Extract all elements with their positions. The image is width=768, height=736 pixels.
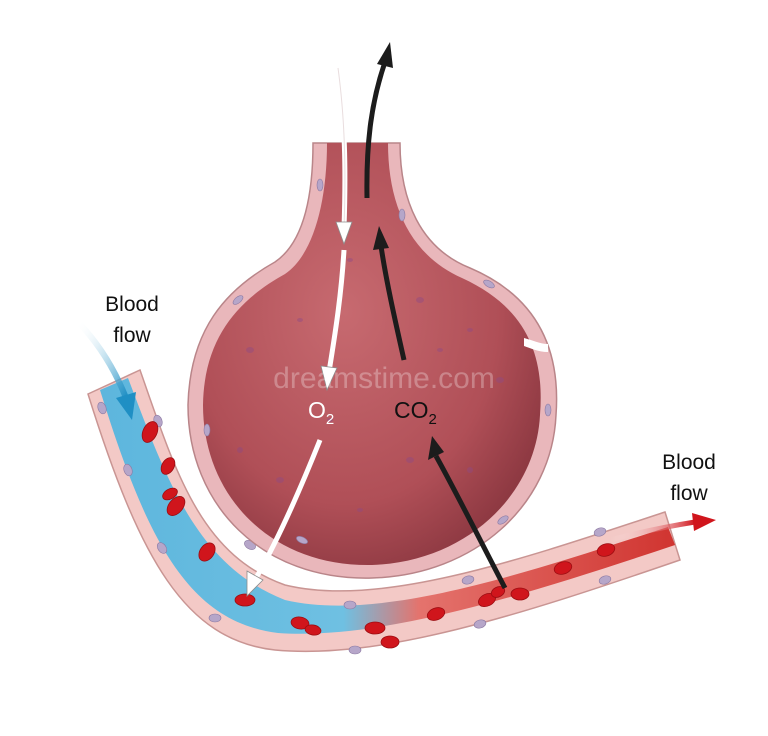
blood-flow-out-label-line2: flow <box>670 482 708 505</box>
o2-label-subscript: 2 <box>326 411 334 428</box>
blood-flow-out-arrow <box>609 519 696 543</box>
co2-label-main: CO <box>394 397 429 423</box>
co2-diffuse-arrow <box>378 245 407 361</box>
co2-label-subscript: 2 <box>429 411 437 428</box>
blood-flow-out-label-line1: Blood <box>662 451 716 474</box>
o2-diffuse-arrowhead <box>320 365 338 392</box>
co2-from-blood-arrowhead <box>428 436 444 460</box>
co2-from-blood-arrow <box>433 454 508 590</box>
alveolar-texture-dots <box>237 258 504 512</box>
o2-diffuse-arrow <box>326 249 347 373</box>
co2-exhale-arrowhead <box>377 42 393 68</box>
o2-to-blood-arrow <box>253 439 323 580</box>
watermark: dreamstime.com <box>273 362 495 395</box>
alveolus <box>187 142 558 579</box>
co2-label: CO2 <box>394 397 437 428</box>
blood-flow-in-label-line1: Blood <box>105 293 159 316</box>
endothelial-nuclei <box>97 401 612 655</box>
co2-exhale-arrow <box>364 61 388 199</box>
arrows <box>75 42 716 597</box>
red-blood-cells <box>141 421 616 649</box>
o2-inhale-arrow <box>335 67 348 229</box>
o2-inhale-arrowhead <box>335 221 353 246</box>
blood-flow-in-arrow <box>75 319 129 400</box>
o2-to-blood-arrowhead <box>246 570 264 597</box>
alveolus-air-space <box>203 143 541 566</box>
alveolar-nuclei <box>203 178 552 545</box>
labels: Blood flow Blood flow O2 CO2 <box>105 293 716 505</box>
alveolus-notch <box>524 338 548 352</box>
blood-flow-out-arrowhead <box>692 513 716 531</box>
co2-diffuse-arrowhead <box>373 226 389 250</box>
blood-flow-in-label-line2: flow <box>113 324 151 347</box>
o2-label-main: O <box>308 397 326 423</box>
blood-flow-in-arrowhead <box>116 392 136 420</box>
capillary <box>87 368 681 655</box>
o2-label: O2 <box>308 397 334 428</box>
